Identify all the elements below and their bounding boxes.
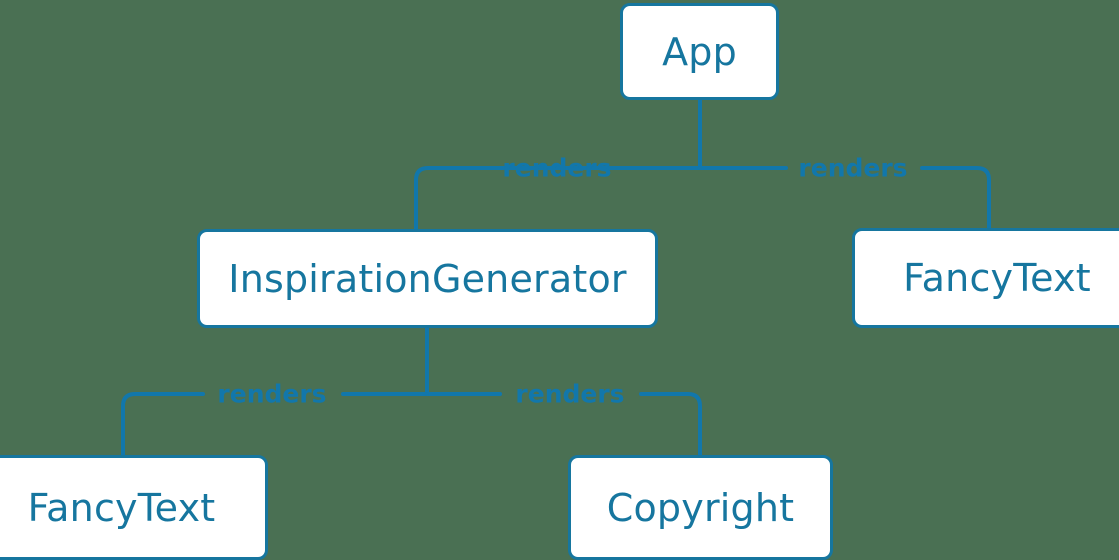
edge-label-inspirationgenerator-copyright: renders	[515, 379, 625, 409]
edge-inspirationgenerator-to-copyright-b	[639, 392, 702, 457]
node-fancytext-right[interactable]: FancyText	[852, 228, 1119, 328]
node-label-inspirationgenerator: InspirationGenerator	[228, 256, 627, 301]
edge-label-app-fancytext: renders	[798, 153, 908, 183]
node-label-fancytext-bottom-left: FancyText	[27, 485, 216, 530]
node-app[interactable]: App	[620, 3, 779, 100]
edge-label-inspirationgenerator-fancytext: renders	[217, 379, 327, 409]
edge-label-app-inspirationgenerator: renders	[502, 153, 612, 183]
node-inspirationgenerator[interactable]: InspirationGenerator	[197, 229, 658, 328]
node-label-fancytext-right: FancyText	[903, 256, 1091, 300]
edge-inspirationgenerator-to-fancytext-b	[121, 392, 205, 457]
node-label-copyright: Copyright	[606, 485, 795, 530]
edge-app-to-fancytext-b	[920, 166, 991, 230]
node-label-app: App	[662, 29, 737, 74]
node-fancytext-bottom-left[interactable]: FancyText	[0, 455, 268, 560]
edge-app-to-inspirationgenerator-b	[414, 166, 617, 231]
node-copyright[interactable]: Copyright	[568, 455, 833, 560]
